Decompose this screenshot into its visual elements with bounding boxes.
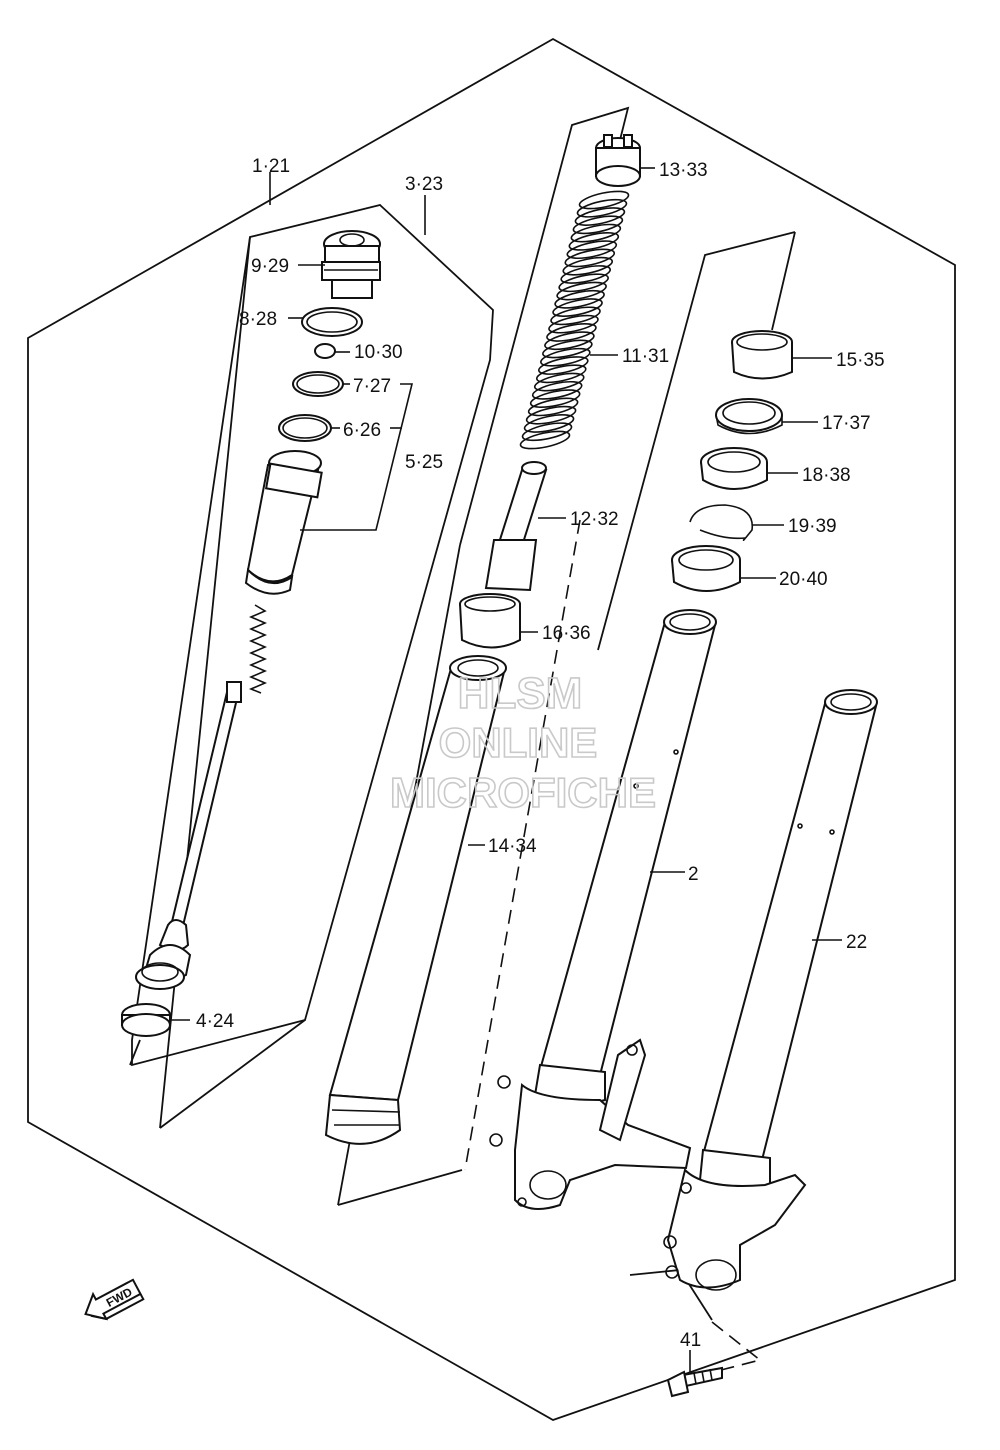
spring-coil [529, 389, 581, 409]
spring-coil [519, 430, 571, 450]
nut-part [314, 343, 336, 359]
outer-tube-right-part [663, 689, 878, 1291]
watermark-line-1: HLSM [458, 669, 583, 718]
label-1-21: 1·21 [252, 156, 290, 177]
label-15-35: 15·35 [836, 350, 885, 371]
spring-coil [564, 248, 616, 268]
spring-coil [542, 339, 593, 359]
label-17-37: 17·37 [822, 413, 871, 434]
label-19-39: 19·39 [788, 516, 837, 537]
spring-coil [554, 289, 605, 309]
label-20-40: 20·40 [779, 569, 828, 590]
spring-coil [562, 256, 614, 276]
cartridge-frame-bottom [159, 1019, 306, 1129]
clip-part [689, 504, 754, 541]
cartridge-frame [131, 204, 494, 1067]
spring-coil [527, 397, 579, 417]
spring-coil [560, 265, 611, 284]
spring-coil [525, 405, 577, 425]
spring-coil [566, 240, 618, 260]
label-8-28: 8·28 [239, 309, 277, 330]
spring-coil [540, 347, 591, 367]
label-12-32: 12·32 [570, 509, 619, 530]
small-spring-part [248, 604, 268, 694]
spring-coil [574, 207, 626, 226]
label-18-38: 18·38 [802, 465, 851, 486]
spring-frame-dash [464, 519, 581, 1171]
label-22: 22 [846, 932, 867, 953]
oil-seal-part [700, 447, 768, 490]
dust-seal-part [671, 545, 741, 592]
label-41: 41 [680, 1330, 701, 1351]
label-4-24: 4·24 [196, 1011, 234, 1032]
label-6-26: 6·26 [343, 420, 381, 441]
spring-coil [576, 198, 628, 218]
spring-coil [578, 190, 630, 210]
label-11-31: 11·31 [622, 346, 669, 367]
spring-frame [459, 106, 630, 546]
spring-coil [570, 223, 622, 243]
spacer-part [484, 461, 548, 592]
cartridge-frame-tick [129, 1039, 141, 1066]
spring-coil [544, 331, 595, 351]
ring-6-part [278, 414, 332, 442]
watermark-line-2: ONLINE [439, 719, 598, 766]
label-5-25: 5·25 [405, 452, 443, 473]
o-ring-part [301, 307, 363, 337]
tube-frame [771, 231, 796, 331]
label-3-23: 3·23 [405, 174, 443, 195]
collar-part [244, 450, 323, 595]
outer-tube-left-part [489, 609, 717, 1210]
label-2: 2 [688, 864, 699, 885]
spring-coil [521, 422, 573, 442]
spring-coil [550, 306, 601, 326]
spring-coil [558, 273, 609, 293]
bushing-16-part [459, 593, 521, 649]
inner-tube-part [324, 655, 507, 1145]
label-13-33: 13·33 [659, 160, 708, 181]
outer-frame [27, 37, 956, 1421]
cap-bolt-part [321, 230, 381, 299]
main-spring-part [519, 190, 630, 450]
label-10-30: 10·30 [354, 342, 403, 363]
damper-rod-part [135, 681, 242, 990]
spring-coil [568, 231, 620, 251]
spring-coil [533, 372, 585, 392]
label-16-36: 16·36 [542, 623, 591, 644]
fwd-arrow-icon: FWD [84, 1278, 145, 1321]
spring-coil [531, 380, 583, 400]
label-14-34: 14·34 [488, 836, 537, 857]
spring-coil [538, 356, 589, 375]
tube-frame-top [597, 231, 796, 651]
spring-frame-bottom [337, 1169, 463, 1206]
spring-coil [556, 281, 607, 301]
label-7-27: 7·27 [353, 376, 391, 397]
spring-coil [572, 215, 624, 235]
label-9-29: 9·29 [251, 256, 289, 277]
washer-17-part [715, 398, 783, 435]
bushing-15-part [731, 330, 793, 380]
spring-coil [546, 323, 597, 342]
watermark-line-3: MICROFICHE [390, 769, 656, 816]
spring-coil [548, 314, 599, 334]
spring-coil [552, 298, 603, 317]
spring-coil [523, 414, 575, 433]
bolt-part [666, 1366, 723, 1398]
adjuster-part [595, 134, 641, 187]
spring-coil [535, 364, 587, 384]
